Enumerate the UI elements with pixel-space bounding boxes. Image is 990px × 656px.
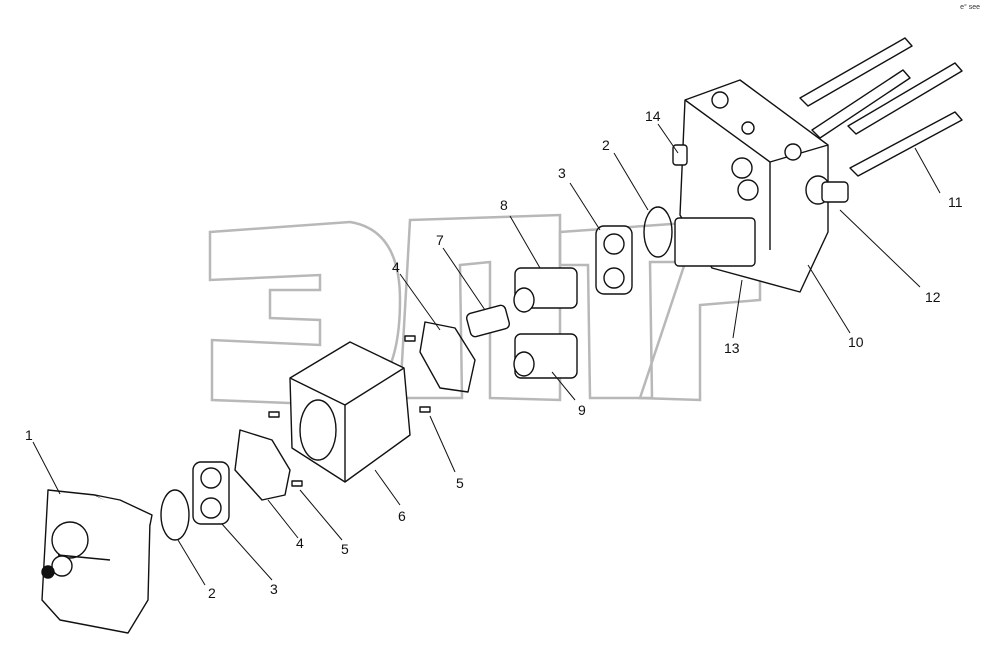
valve-spacer: [674, 217, 756, 267]
callout-5-left: 5: [341, 541, 349, 557]
retaining-ring-right: [643, 206, 673, 258]
dowel-pin-3: [419, 406, 431, 413]
bearing-block-left: [192, 461, 230, 525]
callout-10: 10: [848, 334, 864, 350]
corner-code: e° see: [960, 4, 980, 11]
dowel-pin-1: [404, 335, 416, 342]
retaining-ring-left: [160, 489, 190, 541]
callout-4-left: 4: [296, 535, 304, 551]
gear-housing: [289, 341, 411, 483]
callout-13: 13: [724, 340, 740, 356]
callout-4-right: 4: [392, 259, 400, 275]
callout-14: 14: [645, 108, 661, 124]
dowel-pin-2: [268, 411, 280, 418]
callout-3-left: 3: [270, 581, 278, 597]
leader-lines: [32, 123, 941, 586]
drive-shaft: [465, 304, 511, 338]
flange-housing: [41, 489, 153, 634]
pressure-valve: [805, 175, 849, 205]
callout-9: 9: [578, 402, 586, 418]
callout-1: 1: [25, 427, 33, 443]
seal-left: [234, 429, 291, 501]
callout-8: 8: [500, 197, 508, 213]
driven-gear: [513, 333, 578, 379]
callout-3-right: 3: [558, 165, 566, 181]
seal-right: [419, 321, 476, 393]
bearing-block-right: [595, 225, 633, 295]
callout-2-right: 2: [602, 137, 610, 153]
callout-7: 7: [436, 232, 444, 248]
callout-6: 6: [398, 508, 406, 524]
dowel-pin-4: [291, 480, 303, 487]
watermark-letter-e: [208, 220, 402, 407]
bolts: [799, 37, 963, 177]
callout-11: 11: [948, 194, 963, 210]
drive-gear: [513, 267, 578, 313]
callout-5-right: 5: [456, 475, 464, 491]
callout-2-left: 2: [208, 585, 216, 601]
callout-12: 12: [925, 289, 941, 305]
callouts: 1 2 3 4 5 6 5 4 7 8 9 3 2 14 11 12 10 13: [25, 108, 963, 601]
